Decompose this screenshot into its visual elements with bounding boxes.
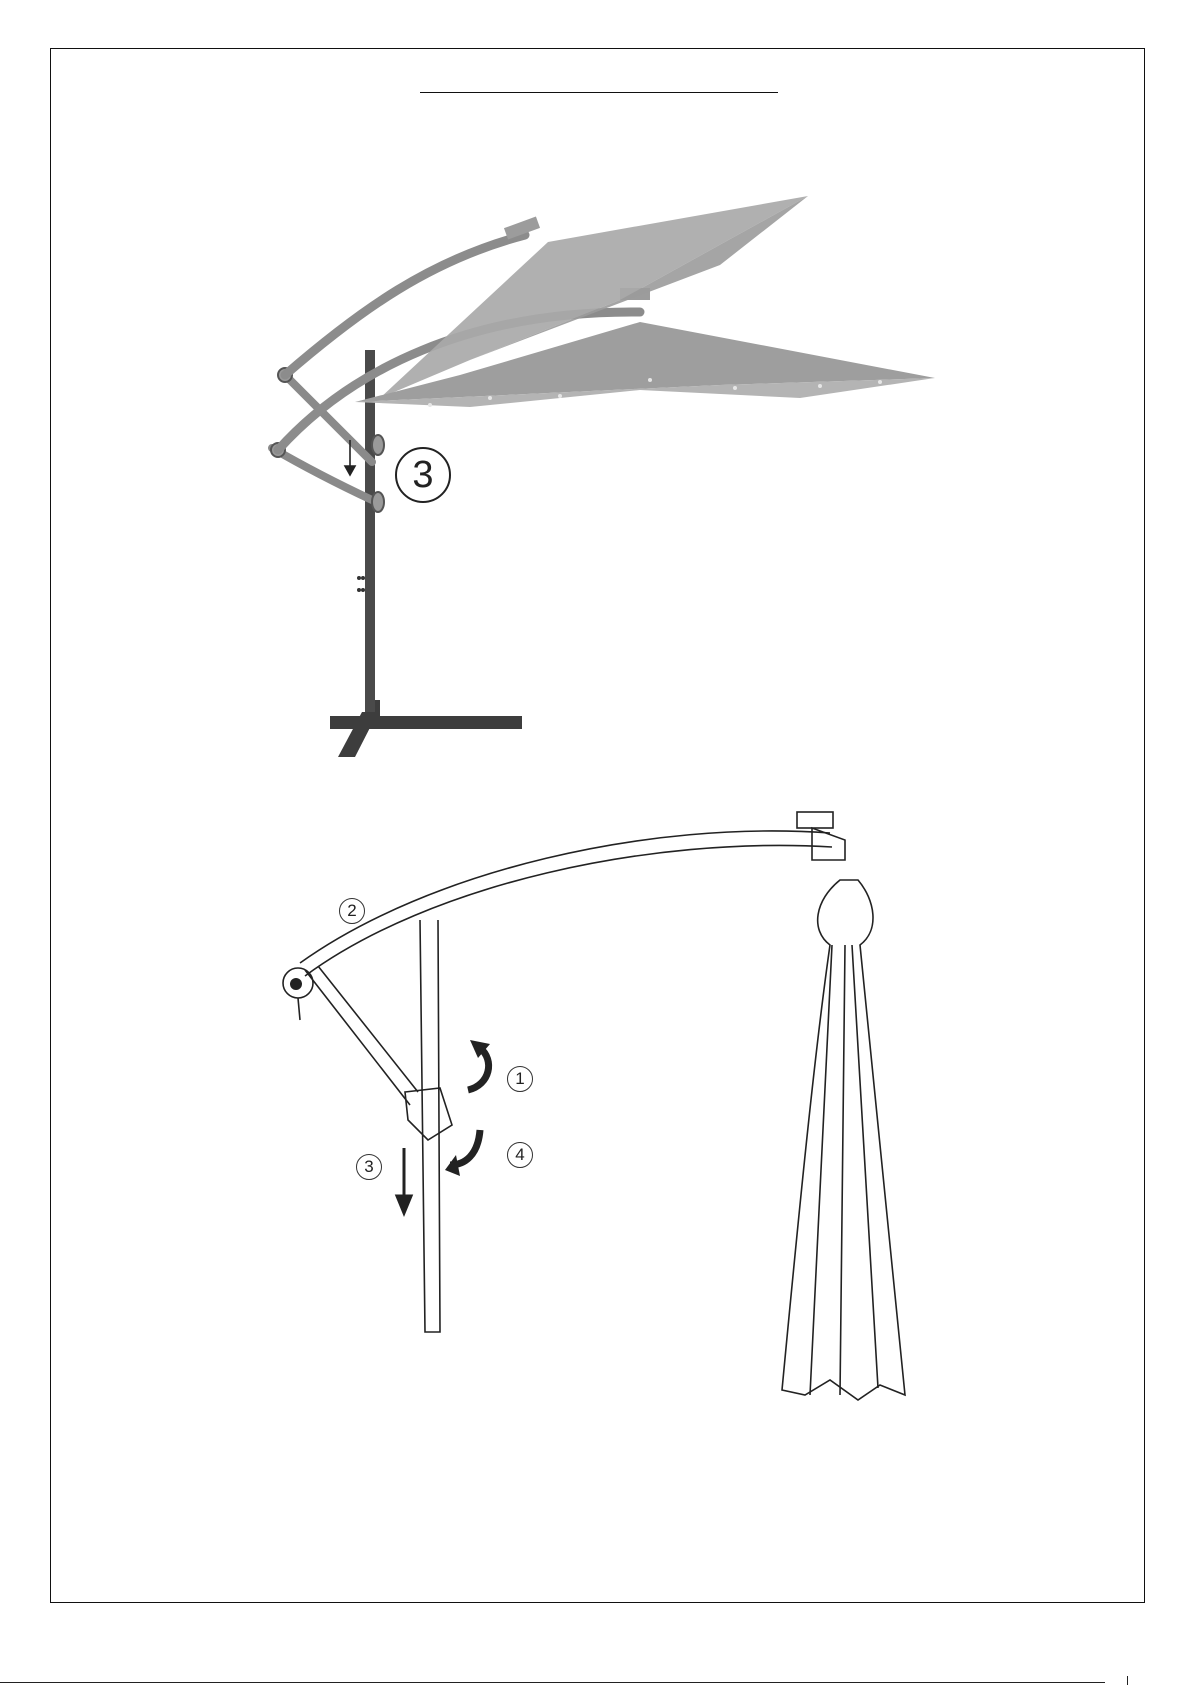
crank-housing (405, 1088, 452, 1140)
footer-rule (0, 1682, 1105, 1683)
step-badge-4: 4 (507, 1142, 533, 1168)
step-badge-2: 2 (339, 898, 365, 924)
footer-mark (1127, 1676, 1128, 1685)
step-badge-3: 3 (356, 1154, 382, 1180)
down-arrow-icon-2 (397, 1148, 411, 1213)
diagonal-lever (305, 966, 418, 1105)
top-bracket (797, 812, 833, 828)
arched-arm-outline (300, 831, 830, 963)
step-badge-1: 1 (507, 1066, 533, 1092)
vertical-pole (420, 920, 440, 1332)
